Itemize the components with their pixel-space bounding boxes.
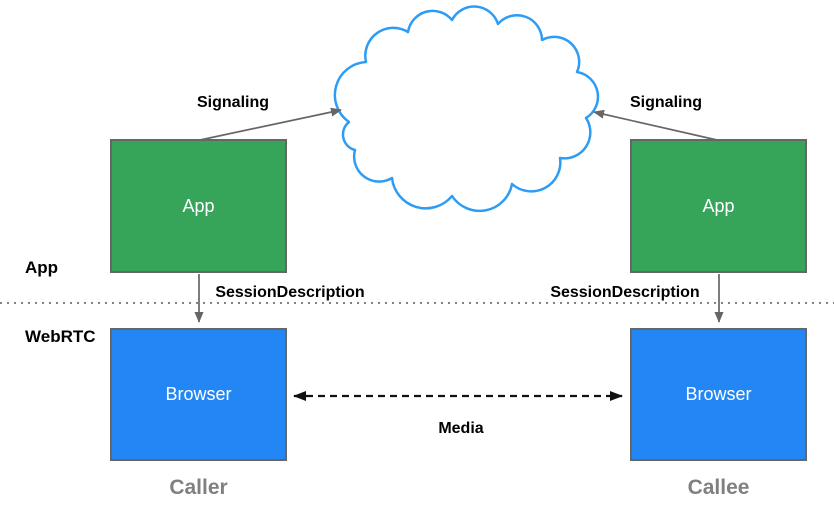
- media-label: Media: [438, 420, 484, 437]
- callee-browser-box-label: Browser: [685, 384, 752, 404]
- lane-label-app: App: [25, 258, 59, 277]
- callee-sessiondescription-label: SessionDescription: [550, 284, 700, 301]
- caller-app-box: App: [110, 139, 287, 273]
- caller-role-label: Caller: [169, 476, 228, 499]
- callee-role-label: Callee: [687, 476, 750, 499]
- caller-browser-box: Browser: [110, 328, 287, 461]
- callee-app-box: App: [630, 139, 807, 273]
- caller-signaling-label: Signaling: [197, 94, 269, 111]
- caller-browser-box-label: Browser: [165, 384, 232, 404]
- caller-sessiondescription-label: SessionDescription: [215, 284, 365, 301]
- caller-app-box-label: App: [182, 195, 215, 216]
- signaling-cloud: [333, 5, 600, 213]
- caller-signaling-arrow: [199, 107, 342, 141]
- callee-signaling-arrow: [593, 109, 718, 141]
- lane-label-webrtc: WebRTC: [25, 327, 96, 346]
- callee-signaling-label: Signaling: [630, 94, 702, 111]
- callee-browser-box: Browser: [630, 328, 807, 461]
- callee-app-box-label: App: [702, 195, 735, 216]
